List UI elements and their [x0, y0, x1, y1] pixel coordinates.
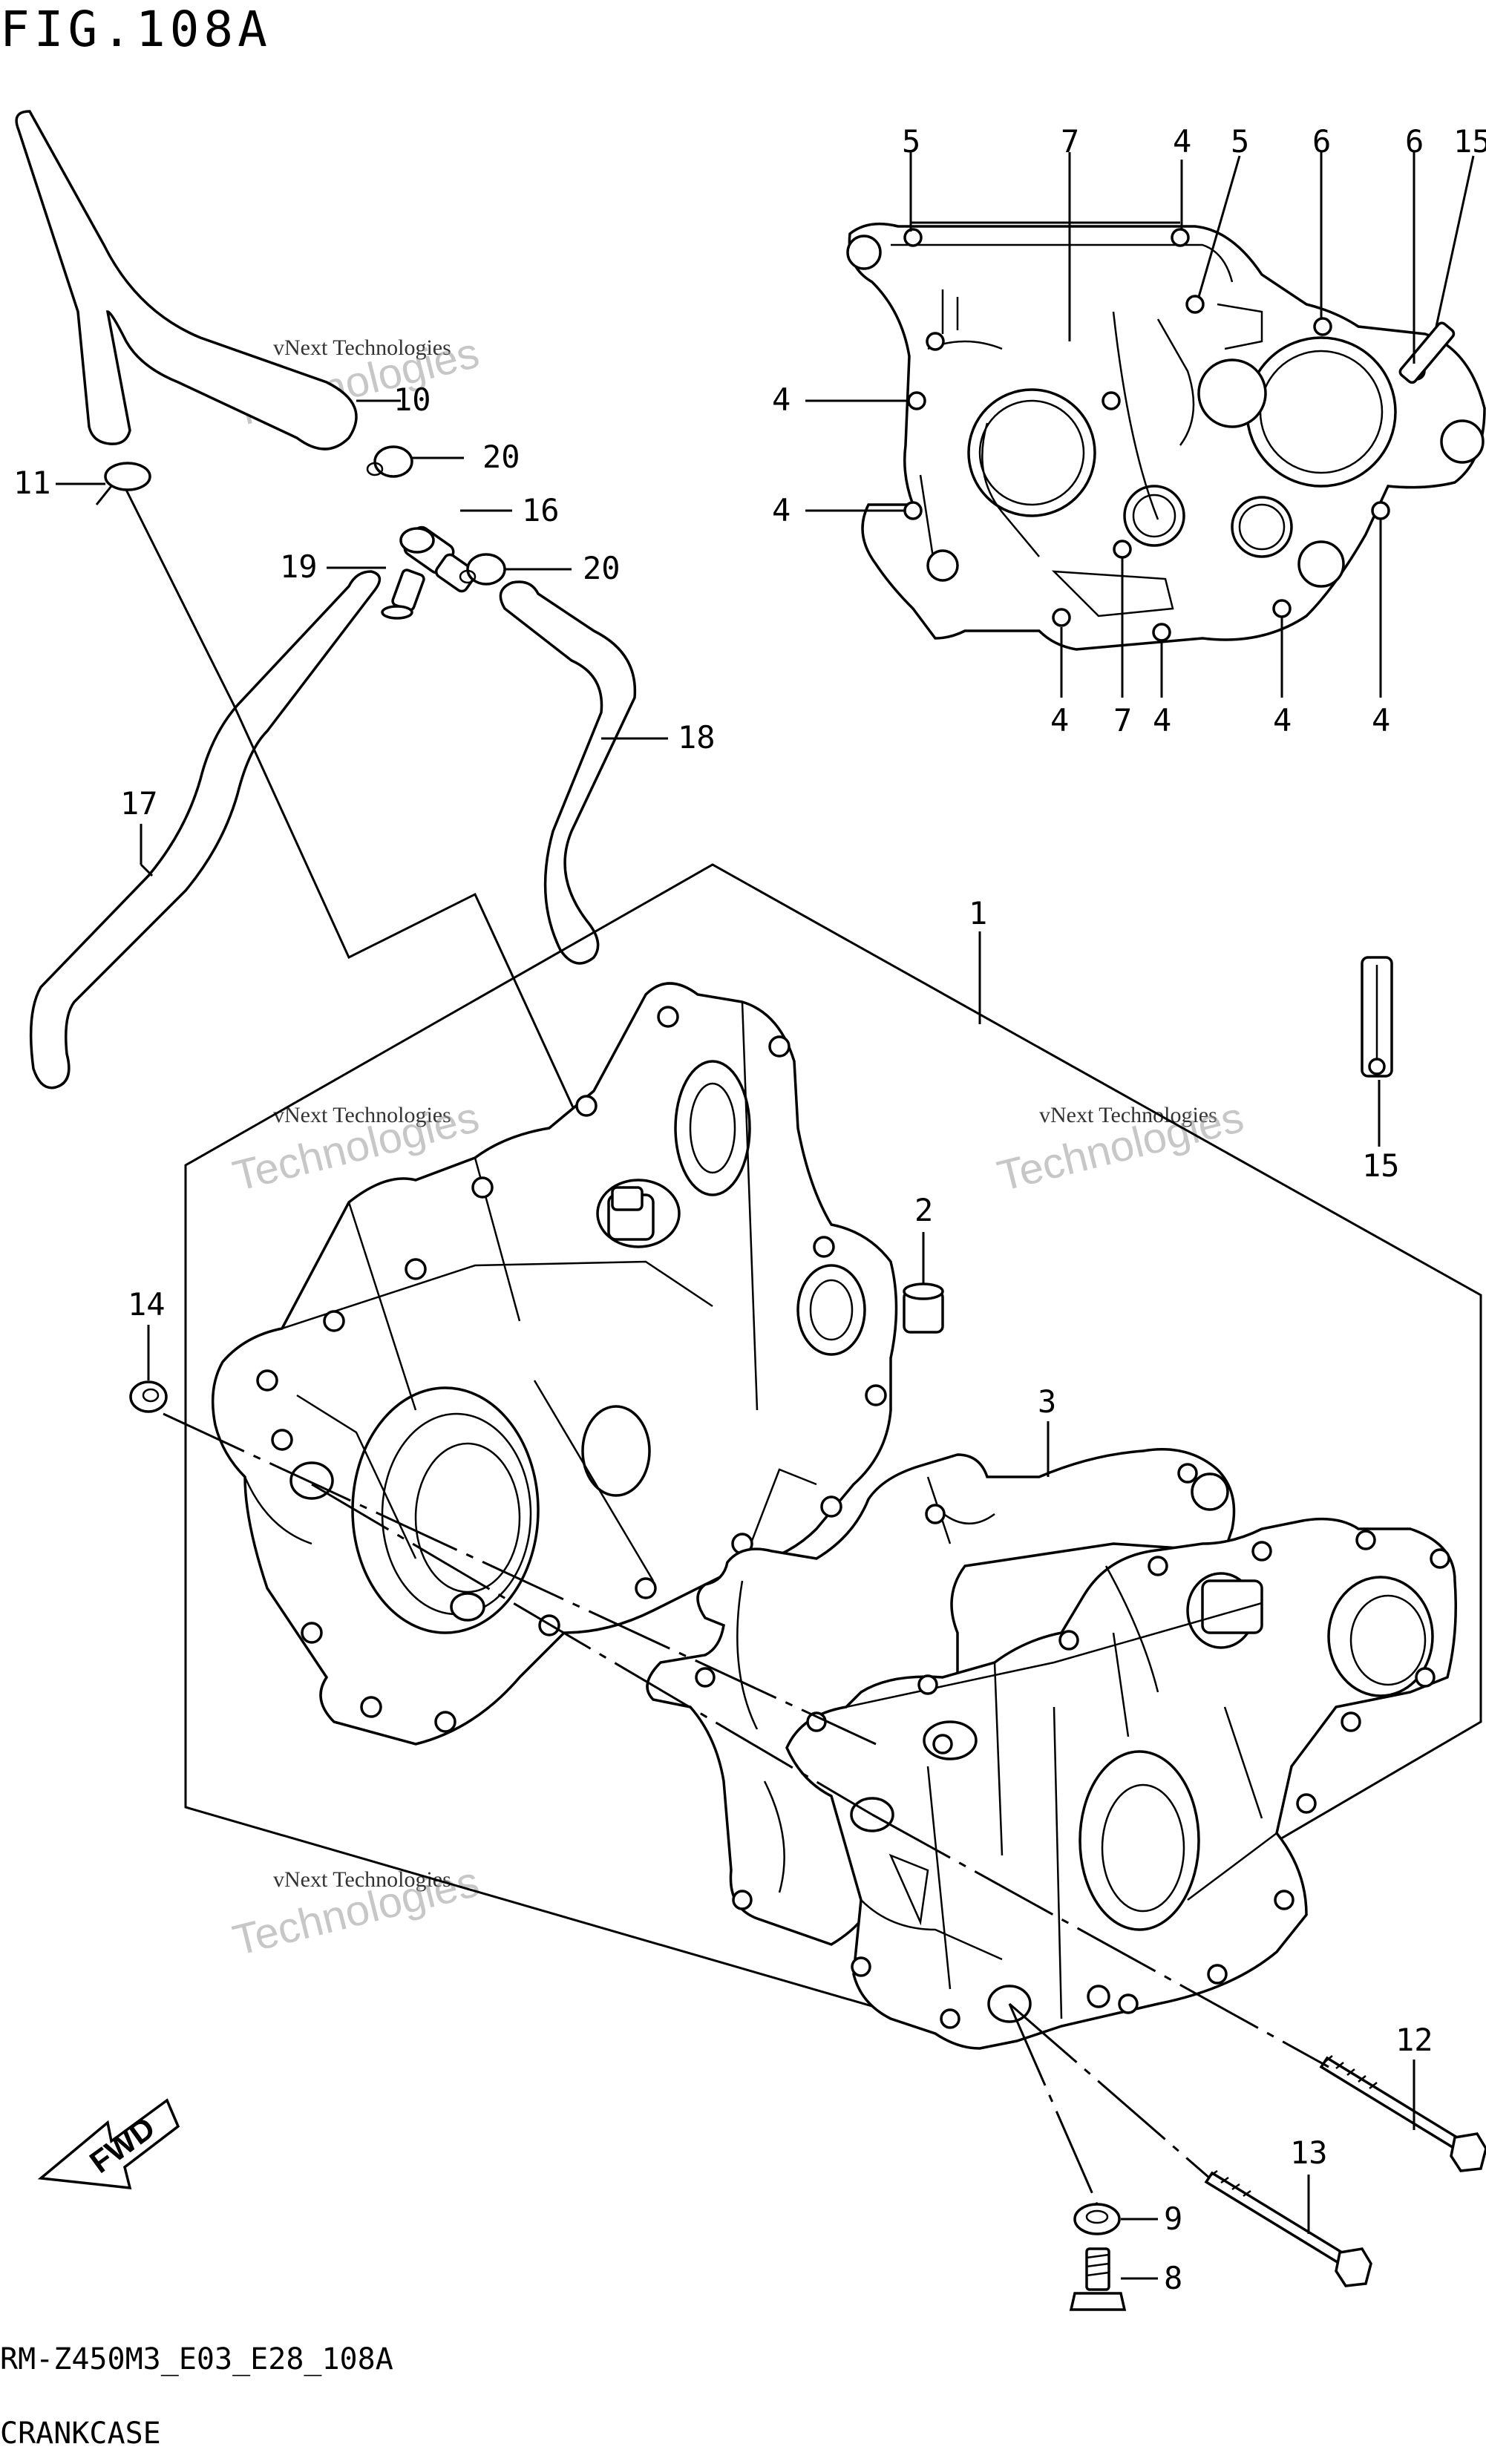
callout-9: 9	[1164, 2201, 1182, 2237]
callout-4: 4	[1153, 702, 1171, 738]
watermark-text: vNext Technologies	[1039, 1103, 1217, 1127]
washer-14[interactable]	[129, 1380, 168, 1413]
watermark-text: vNext Technologies	[273, 1867, 451, 1892]
hose-clamp-11[interactable]	[95, 462, 151, 505]
hose-17[interactable]	[29, 570, 382, 1090]
hose-10[interactable]	[15, 110, 358, 450]
dowel-15[interactable]	[1361, 956, 1393, 1078]
callout-7: 7	[1113, 702, 1132, 738]
callout-3: 3	[1038, 1383, 1056, 1420]
callout-6: 6	[1405, 123, 1424, 160]
watermark-text: vNext Technologies	[273, 335, 451, 360]
callout-11: 11	[13, 465, 51, 501]
callout-5: 5	[902, 123, 920, 160]
fwd-arrow-icon: FWD	[37, 2098, 180, 2190]
callout-16: 16	[522, 492, 560, 528]
callout-4: 4	[772, 381, 791, 418]
callout-18: 18	[678, 719, 716, 756]
callout-5: 5	[1231, 123, 1249, 160]
crankcase-set-outline	[184, 863, 1482, 2031]
callout-13: 13	[1290, 2134, 1328, 2171]
crankcase-left-half[interactable]	[785, 1517, 1457, 2050]
callout-4: 4	[1173, 123, 1191, 160]
callout-14: 14	[128, 1286, 166, 1323]
callout-15: 15	[1362, 1147, 1400, 1184]
joint-16[interactable]	[391, 525, 477, 612]
callout-10: 10	[393, 381, 431, 418]
callout-2: 2	[914, 1192, 933, 1228]
callout-8: 8	[1164, 2260, 1182, 2296]
callout-12: 12	[1395, 2022, 1433, 2058]
callout-4: 4	[1372, 702, 1390, 738]
callout-19: 19	[280, 548, 318, 585]
callout-7: 7	[1061, 123, 1079, 160]
callout-20: 20	[583, 550, 621, 586]
assembly-lines	[163, 1412, 1329, 2205]
dowel-pin-2[interactable]	[903, 1282, 944, 1334]
crankcase-right-half[interactable]	[211, 982, 898, 1746]
callout-4: 4	[1050, 702, 1069, 738]
model-code: RM-Z450M3_E03_E28_108A	[0, 2342, 393, 2376]
bolt-8[interactable]	[1069, 2247, 1127, 2311]
crankcase-top-view[interactable]	[846, 222, 1486, 651]
washer-9[interactable]	[1073, 2203, 1121, 2235]
figure-title: FIG.108A	[0, 1, 272, 58]
clip-20-upper[interactable]	[366, 445, 413, 478]
callout-17: 17	[120, 785, 158, 822]
callout-20: 20	[482, 439, 520, 475]
top-view-leaders	[805, 152, 1475, 698]
bolt-12[interactable]	[1319, 2055, 1486, 2172]
section-name: CRANKCASE	[0, 2417, 161, 2451]
watermark-text: vNext Technologies	[273, 1103, 451, 1127]
callout-1: 1	[969, 895, 987, 931]
bolt-13[interactable]	[1204, 2169, 1372, 2287]
hose-18[interactable]	[499, 580, 637, 965]
callout-4: 4	[1273, 702, 1292, 738]
leader-lines	[56, 399, 668, 1218]
callout-15: 15	[1453, 123, 1486, 160]
callout-6: 6	[1312, 123, 1331, 160]
callout-4: 4	[772, 492, 791, 528]
clamp-19[interactable]	[381, 605, 413, 620]
